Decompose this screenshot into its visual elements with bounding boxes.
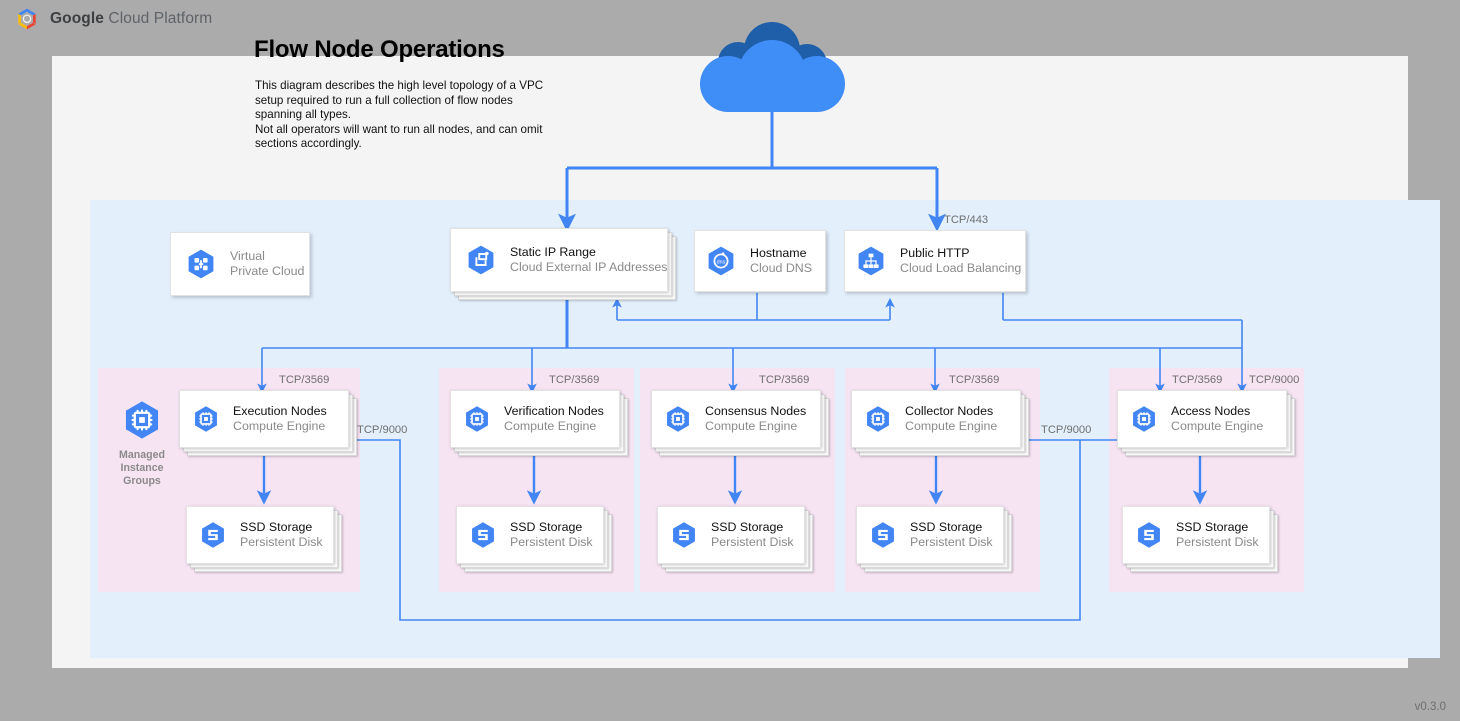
card-consensus-nodes[interactable]: Consensus Nodes Compute Engine	[651, 390, 829, 456]
card-title: Public HTTP	[900, 246, 970, 260]
card-public-http[interactable]: Public HTTP Cloud Load Balancing	[844, 230, 1026, 292]
svg-text:dns: dns	[717, 259, 726, 265]
card-title: Hostname	[750, 246, 807, 260]
compute-engine-icon	[667, 406, 689, 432]
card-static-ip-range[interactable]: Static IP Range Cloud External IP Addres…	[450, 228, 676, 300]
version-label: v0.3.0	[1414, 701, 1446, 713]
card-title: SSD Storage	[711, 520, 784, 534]
card-title: SSD Storage	[910, 520, 983, 534]
port-label-consensus-ingress: TCP/3569	[759, 374, 810, 386]
card-subtitle: Persistent Disk	[1176, 535, 1259, 549]
port-label-verification-ingress: TCP/3569	[549, 374, 600, 386]
managed-instance-groups-label: Managed Instance Groups	[105, 449, 179, 488]
brand-bold: Google	[50, 10, 104, 27]
persistent-disk-icon	[202, 522, 224, 548]
mig-label-line-2: Instance	[120, 462, 164, 474]
card-subtitle: Persistent Disk	[910, 535, 993, 549]
card-title: Static IP Range	[510, 245, 596, 259]
card-verification-nodes[interactable]: Verification Nodes Compute Engine	[450, 390, 628, 456]
card-ssd-storage-access[interactable]: SSD Storage Persistent Disk	[1122, 506, 1278, 572]
card-title: Virtual	[230, 249, 265, 263]
card-subtitle: Persistent Disk	[510, 535, 593, 549]
card-title: Verification Nodes	[504, 404, 604, 418]
card-title: Execution Nodes	[233, 404, 327, 418]
mig-label-line-3: Groups	[123, 475, 161, 487]
port-label-access-to-execution: TCP/9000	[357, 424, 408, 436]
card-subtitle: Private Cloud	[230, 264, 305, 278]
card-title: SSD Storage	[240, 520, 313, 534]
card-title: SSD Storage	[1176, 520, 1249, 534]
port-label-collector-ingress: TCP/3569	[949, 374, 1000, 386]
card-collector-nodes[interactable]: Collector Nodes Compute Engine	[851, 390, 1029, 456]
card-subtitle: Cloud External IP Addresses	[510, 260, 668, 274]
persistent-disk-icon	[673, 522, 695, 548]
card-subtitle: Persistent Disk	[711, 535, 794, 549]
compute-engine-icon	[1133, 406, 1155, 432]
load-balancing-icon	[858, 246, 884, 276]
external-ip-icon	[468, 245, 494, 275]
port-label-access-ingress: TCP/3569	[1172, 374, 1223, 386]
virtual-private-cloud-icon	[188, 249, 214, 279]
card-title: Collector Nodes	[905, 404, 994, 418]
brand-title: Google Cloud Platform	[50, 10, 212, 28]
internet-cloud-icon	[700, 22, 845, 112]
port-label-lb-ingress: TCP/443	[944, 214, 989, 226]
card-ssd-storage-consensus[interactable]: SSD Storage Persistent Disk	[657, 506, 813, 572]
port-label-access-ingress-2: TCP/9000	[1249, 374, 1300, 386]
card-subtitle: Compute Engine	[233, 419, 326, 433]
card-title: SSD Storage	[510, 520, 583, 534]
card-title: Access Nodes	[1171, 404, 1251, 418]
card-ssd-storage-execution[interactable]: SSD Storage Persistent Disk	[186, 506, 342, 572]
persistent-disk-icon	[1138, 522, 1160, 548]
card-hostname[interactable]: dns Hostname Cloud DNS	[694, 230, 826, 292]
card-ssd-storage-collector[interactable]: SSD Storage Persistent Disk	[856, 506, 1012, 572]
card-title: Consensus Nodes	[705, 404, 807, 418]
mig-label-line-1: Managed	[119, 449, 165, 461]
google-cloud-platform-logo-icon	[18, 8, 36, 30]
port-label-execution-ingress: TCP/3569	[279, 374, 330, 386]
app-header: Google Cloud Platform	[0, 0, 1460, 36]
page-description: This diagram describes the high level to…	[255, 79, 544, 151]
compute-engine-icon	[195, 406, 217, 432]
compute-engine-icon	[466, 406, 488, 432]
card-subtitle: Compute Engine	[504, 419, 597, 433]
card-subtitle: Cloud DNS	[750, 261, 812, 275]
card-execution-nodes[interactable]: Execution Nodes Compute Engine	[179, 390, 357, 456]
card-subtitle: Compute Engine	[905, 419, 998, 433]
persistent-disk-icon	[472, 522, 494, 548]
compute-engine-icon	[867, 406, 889, 432]
managed-instance-groups-icon	[125, 401, 159, 439]
card-virtual-private-cloud[interactable]: Virtual Private Cloud	[170, 232, 310, 296]
cloud-dns-icon: dns	[708, 246, 734, 276]
page-title: Flow Node Operations	[254, 36, 505, 63]
card-subtitle: Persistent Disk	[240, 535, 323, 549]
card-subtitle: Compute Engine	[1171, 419, 1264, 433]
port-label-access-to-collector: TCP/9000	[1041, 424, 1092, 436]
persistent-disk-icon	[872, 522, 894, 548]
card-subtitle: Compute Engine	[705, 419, 798, 433]
card-ssd-storage-verification[interactable]: SSD Storage Persistent Disk	[456, 506, 612, 572]
card-access-nodes[interactable]: Access Nodes Compute Engine	[1117, 390, 1295, 456]
card-subtitle: Cloud Load Balancing	[900, 261, 1022, 275]
brand-rest: Cloud Platform	[104, 10, 213, 27]
